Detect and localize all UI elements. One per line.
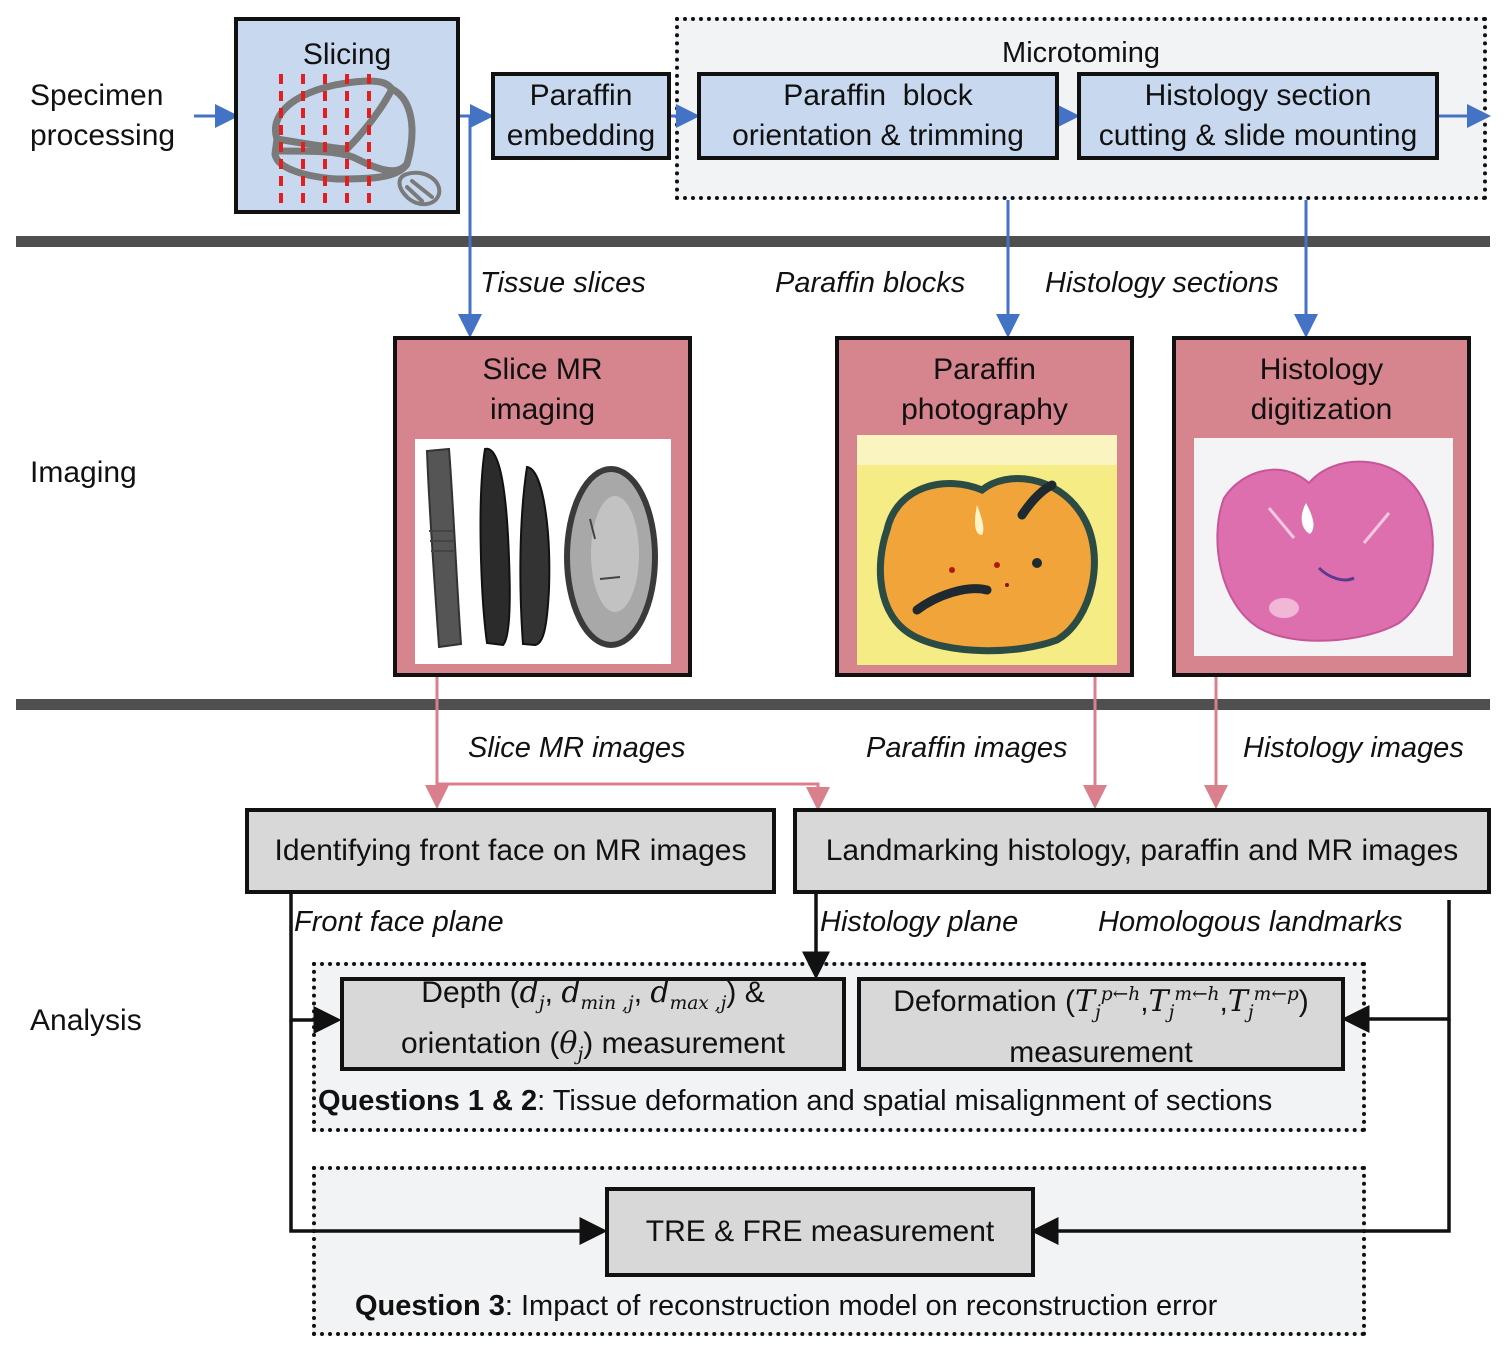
stage-label-imaging: Imaging [30, 456, 137, 489]
depth-orientation-box: Depth (dj, dmin ,j, dmax ,j) & orientati… [340, 975, 846, 1071]
text: ) [1298, 985, 1309, 1018]
box-label-line: Paraffin [933, 353, 1036, 386]
math-T-m-h: Tjm←h [1148, 984, 1220, 1023]
paraffin-photography-box: Paraffin photography [835, 336, 1134, 677]
superscript: p←h [1100, 984, 1141, 1005]
histology-digitization-box: Histology digitization [1172, 336, 1471, 677]
arrow-slice-mr-to-landmarking [437, 782, 830, 811]
box-label-line: digitization [1250, 393, 1393, 426]
paraffin-embedding-box: Paraffin embedding [491, 72, 671, 160]
identify-front-face-box: Identifying front face on MR images [245, 808, 776, 894]
box-label-line: embedding [506, 119, 656, 152]
flow-label-histology-sections: Histology sections [1045, 267, 1279, 299]
subscript: j [1094, 1002, 1101, 1023]
stage-label-analysis: Analysis [30, 1004, 142, 1037]
symbol: T [1074, 984, 1095, 1019]
box-label-line: orientation & trimming [732, 119, 1024, 152]
deformation-box: Deformation (Tjp←h,Tjm←h,Tjm←p) measurem… [857, 977, 1345, 1071]
symbol: θ [559, 1026, 578, 1061]
box-label-line: Paraffin block [783, 79, 973, 112]
flow-label-histology-images: Histology images [1243, 732, 1464, 764]
tissue-slicing-icon [271, 74, 442, 207]
arrow-front-face-to-tre [289, 1020, 608, 1245]
stage-label-specimen-processing: Specimen processing [30, 76, 175, 156]
mr-slices-image [425, 447, 658, 649]
slicing-label: Slicing [302, 38, 392, 71]
text: Depth ( [421, 976, 520, 1009]
orientation-line: orientation (θj) measurement [401, 1024, 785, 1075]
flow-label-slice-mr-images: Slice MR images [468, 732, 686, 764]
box-label-line: imaging [489, 393, 596, 426]
math-d-min-j: dmin ,j [561, 975, 633, 1014]
box-label-line: Slice MR [482, 353, 603, 386]
question-3-caption: Question 3: Impact of reconstruction mod… [355, 1288, 1217, 1324]
text: orientation ( [400, 1027, 560, 1060]
math-d-max-j: dmax ,j [650, 975, 726, 1014]
microtoming-title: Microtoming [1002, 37, 1160, 69]
box-label: TRE & FRE measurement [645, 1215, 995, 1248]
math-d-j: dj [519, 975, 545, 1014]
math-T-m-p: Tjm←p [1227, 984, 1299, 1023]
text: Deformation ( [893, 985, 1075, 1018]
subscript: j [1168, 1002, 1175, 1023]
box-label-line: cutting & slide mounting [1098, 119, 1418, 152]
superscript: m←p [1253, 984, 1299, 1005]
tre-fre-box: TRE & FRE measurement [605, 1187, 1035, 1277]
stage-separator [16, 236, 1490, 247]
symbol: T [1148, 984, 1169, 1019]
text: ) & [726, 976, 765, 1009]
paraffin-block-photo [857, 435, 1117, 665]
questions-1-2-caption: Questions 1 & 2: Tissue deformation and … [318, 1083, 1272, 1119]
caption-text: : Impact of reconstruction model on reco… [504, 1290, 1218, 1322]
slice-mr-imaging-box: Slice MR imaging [393, 336, 692, 677]
stage-label-line: Specimen [30, 79, 164, 112]
flow-label-histology-plane: Histology plane [820, 906, 1019, 938]
subscript: j [538, 993, 545, 1014]
subscript: max ,j [669, 993, 727, 1014]
deformation-line-2: measurement [1009, 1036, 1193, 1069]
paraffin-photo-image [857, 435, 1117, 655]
landmarking-box: Landmarking histology, paraffin and MR i… [793, 808, 1491, 894]
flow-label-front-face-plane: Front face plane [294, 906, 504, 938]
subscript: j [577, 1044, 584, 1065]
histology-image [1216, 460, 1434, 642]
symbol: d [519, 975, 539, 1010]
stage-separator [16, 699, 1490, 710]
section-cutting-box: Histology section cutting & slide mounti… [1077, 72, 1439, 160]
subscript: j [1247, 1002, 1254, 1023]
symbol: T [1227, 984, 1248, 1019]
flow-label-paraffin-blocks: Paraffin blocks [775, 267, 966, 299]
box-label-line: photography [901, 393, 1068, 426]
box-label: Identifying front face on MR images [274, 834, 747, 867]
caption-bold: Questions 1 & 2 [318, 1085, 538, 1117]
arrow-landmarks-to-tre [1030, 1019, 1451, 1245]
flow-label-homologous-landmarks: Homologous landmarks [1098, 906, 1403, 938]
flow-label-tissue-slices: Tissue slices [480, 267, 646, 299]
caption-text: : Tissue deformation and spatial misalig… [537, 1085, 1273, 1117]
box-label: Landmarking histology, paraffin and MR i… [825, 834, 1459, 867]
box-label-line: Histology section [1144, 79, 1372, 112]
mr-slice-images [415, 439, 671, 664]
math-T-p-h: Tjp←h [1074, 984, 1141, 1023]
stage-label-line: processing [30, 119, 176, 152]
symbol: d [650, 975, 670, 1010]
block-orientation-box: Paraffin block orientation & trimming [697, 72, 1059, 160]
slicing-box: Slicing [234, 17, 460, 214]
deformation-line: Deformation (Tjp←h,Tjm←h,Tjm←p) [893, 984, 1309, 1023]
math-theta-j: θj [559, 1026, 583, 1065]
flow-label-paraffin-images: Paraffin images [866, 732, 1068, 764]
caption-bold: Question 3 [355, 1290, 505, 1322]
box-label-line: Paraffin [529, 79, 633, 112]
he-stained-histology-section [1194, 438, 1453, 656]
subscript: min ,j [580, 993, 634, 1014]
depth-line: Depth (dj, dmin ,j, dmax ,j) & [421, 975, 765, 1014]
box-label-line: Histology [1259, 353, 1384, 386]
symbol: d [561, 975, 581, 1010]
text: ) measurement [583, 1027, 785, 1060]
superscript: m←h [1174, 984, 1220, 1005]
